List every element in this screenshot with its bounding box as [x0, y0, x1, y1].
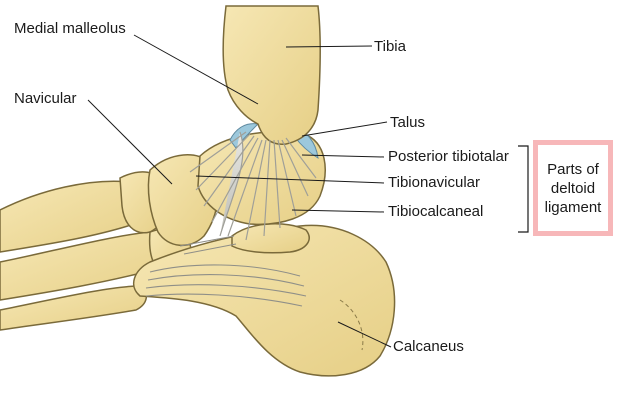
plantar-ligaments	[145, 235, 307, 307]
label-tibiocalcaneal: Tibiocalcaneal	[388, 203, 484, 220]
sustentaculum-tali	[231, 223, 310, 254]
label-calcaneus: Calcaneus	[393, 338, 464, 355]
label-tibionavicular: Tibionavicular	[388, 174, 480, 191]
leader-tibionavicular	[195, 175, 385, 184]
label-talus: Talus	[390, 114, 426, 131]
deltoid-ligament	[189, 131, 317, 241]
leader-navicular	[87, 99, 173, 185]
callout-line-3: ligament	[544, 198, 602, 216]
leader-tibiocalcaneal	[291, 209, 385, 213]
label-navicular: Navicular	[14, 90, 77, 107]
callout-line-2: deltoid	[550, 179, 596, 197]
tibia-bone	[222, 5, 322, 145]
label-tibia: Tibia	[374, 38, 406, 55]
leader-tibia	[285, 45, 373, 48]
callout-line-1: Parts of	[547, 160, 599, 178]
calcaneus-bone	[132, 224, 396, 377]
metatarsal-bones	[0, 180, 171, 331]
deltoid-callout: Parts of deltoid ligament	[533, 140, 613, 236]
label-posterior-tibiotalar: Posterior tibiotalar	[388, 148, 509, 165]
deltoid-bracket	[518, 145, 529, 233]
leader-calcaneus	[337, 321, 392, 348]
deltoid-callout-text: Parts of deltoid ligament	[538, 145, 608, 231]
leader-talus	[301, 121, 388, 137]
leader-medial-malleolus	[133, 34, 259, 105]
leader-posterior-tibiotalar	[301, 154, 385, 158]
leader-lines	[87, 34, 392, 348]
label-medial-malleolus: Medial malleolus	[14, 20, 126, 37]
